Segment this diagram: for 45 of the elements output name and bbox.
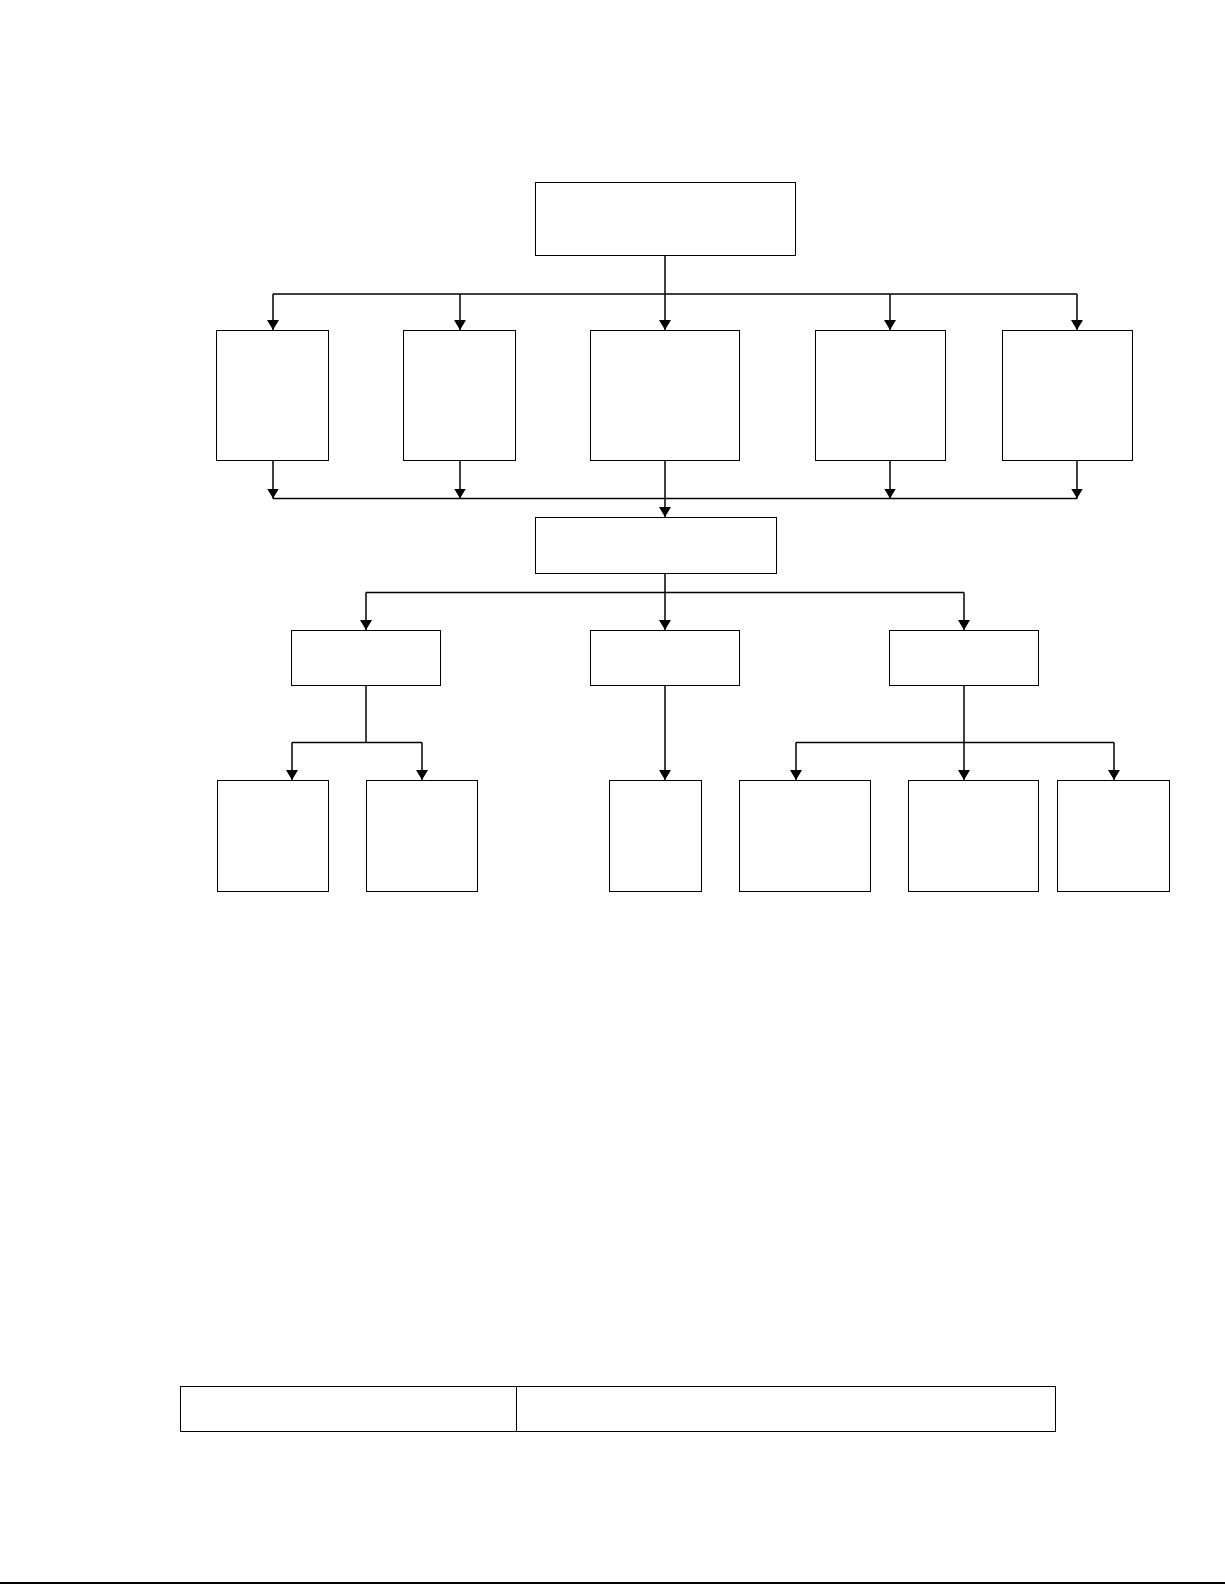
chart-box <box>590 330 740 461</box>
arrow <box>659 685 671 781</box>
connector-line <box>664 255 666 295</box>
chart-box <box>609 780 702 892</box>
connector-line <box>272 497 1078 500</box>
connector-line <box>664 460 666 500</box>
connector-line <box>272 293 1078 295</box>
arrow <box>267 460 279 500</box>
arrow <box>267 293 279 331</box>
chart-box <box>889 630 1039 686</box>
arrow <box>416 741 428 781</box>
connector-line <box>291 741 423 744</box>
connector-line <box>365 591 965 594</box>
arrow <box>958 591 970 631</box>
arrow <box>884 293 896 331</box>
arrow <box>659 293 671 331</box>
arrow <box>659 591 671 631</box>
arrow <box>1071 460 1083 500</box>
chart-box <box>590 630 740 686</box>
connector-line <box>795 741 1115 744</box>
chart-box <box>217 780 329 892</box>
chart-box <box>535 182 796 256</box>
chart-box <box>1057 780 1170 892</box>
arrow <box>790 741 802 781</box>
connector-line <box>963 685 965 744</box>
chart-box <box>291 630 441 686</box>
connector-line <box>365 685 367 744</box>
chart-box <box>908 780 1039 892</box>
arrow <box>360 591 372 631</box>
arrow <box>454 293 466 331</box>
arrow <box>454 460 466 500</box>
chart-box <box>815 330 946 461</box>
arrow <box>286 741 298 781</box>
arrow <box>1071 293 1083 331</box>
connector-line <box>664 573 666 594</box>
chart-box <box>1002 330 1133 461</box>
chart-box <box>366 780 478 892</box>
chart-box <box>403 330 516 461</box>
chart-box <box>535 517 777 574</box>
arrow <box>958 741 970 781</box>
chart-box <box>739 780 871 892</box>
arrow <box>884 460 896 500</box>
arrow <box>659 497 671 518</box>
chart-box <box>216 330 329 461</box>
arrow <box>1108 741 1120 781</box>
